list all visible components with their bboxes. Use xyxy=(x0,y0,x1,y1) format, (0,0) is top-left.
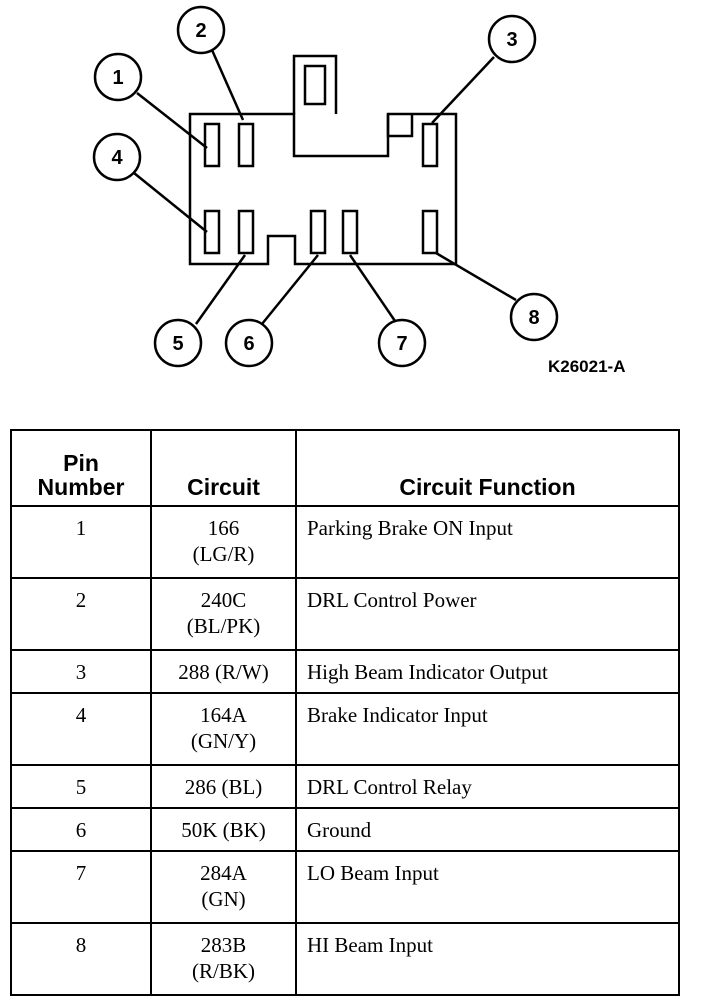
callout-number-2: 2 xyxy=(195,20,206,42)
leader-line-6 xyxy=(261,254,319,325)
header-pin-number: Pin Number xyxy=(10,429,152,507)
cell-pin: 5 xyxy=(10,764,152,809)
callout-number-7: 7 xyxy=(396,333,407,355)
circuit-number: 288 (R/W) xyxy=(178,660,269,684)
cell-circuit: 284A (GN) xyxy=(150,850,297,924)
cell-function: HI Beam Input xyxy=(295,922,680,996)
cell-function: High Beam Indicator Output xyxy=(295,649,680,694)
leader-line-8 xyxy=(435,251,517,302)
callout-number-3: 3 xyxy=(506,29,517,51)
key-slot xyxy=(303,64,327,106)
circuit-wire-color: (BL/PK) xyxy=(186,614,261,638)
callout-circle-1 xyxy=(93,52,143,102)
callout-circle-2 xyxy=(176,5,226,55)
cell-pin: 3 xyxy=(10,649,152,694)
cell-circuit: 286 (BL) xyxy=(150,764,297,809)
callout-number-4: 4 xyxy=(111,147,123,169)
callout-circle-6 xyxy=(224,318,274,368)
terminal-pin-2 xyxy=(237,122,255,168)
cell-pin: 1 xyxy=(10,505,152,579)
cell-function: Brake Indicator Input xyxy=(295,692,680,766)
callout-number-1: 1 xyxy=(112,67,123,89)
callout-circle-8 xyxy=(509,292,559,342)
table-header-row: Pin Number Circuit Circuit Function xyxy=(10,429,680,507)
cell-function: Parking Brake ON Input xyxy=(295,505,680,579)
leader-line-5 xyxy=(194,254,247,325)
cell-circuit: 288 (R/W) xyxy=(150,649,297,694)
leader-line-3 xyxy=(431,56,495,124)
connector-body xyxy=(188,112,458,266)
header-circuit-function: Circuit Function xyxy=(295,429,680,507)
header-pin-line2: Number xyxy=(37,474,125,500)
cell-circuit: 283B (R/BK) xyxy=(150,922,297,996)
cell-circuit: 164A (GN/Y) xyxy=(150,692,297,766)
cell-function: DRL Control Relay xyxy=(295,764,680,809)
connector-diagram: 1 2 3 4 5 6 7 8 K26021-A xyxy=(92,5,626,376)
terminal-pin-4 xyxy=(203,209,221,255)
table-row: 6 50K (BK) Ground xyxy=(10,807,680,852)
circuit-number: 164A xyxy=(200,703,247,727)
cell-pin: 8 xyxy=(10,922,152,996)
cell-circuit: 240C (BL/PK) xyxy=(150,577,297,651)
circuit-wire-color: (GN) xyxy=(201,887,246,911)
callout-circle-3 xyxy=(487,14,537,64)
cell-pin: 7 xyxy=(10,850,152,924)
cell-pin: 4 xyxy=(10,692,152,766)
header-circuit: Circuit xyxy=(150,429,297,507)
circuit-number: 283B xyxy=(200,933,247,957)
pin-function-table: Pin Number Circuit Circuit Function 1 16… xyxy=(10,429,680,996)
terminal-pin-6 xyxy=(309,209,327,255)
terminal-pin-1 xyxy=(203,122,221,168)
cell-function: DRL Control Power xyxy=(295,577,680,651)
connector-key-tab xyxy=(292,54,338,114)
circuit-wire-color: (R/BK) xyxy=(192,959,255,983)
cell-pin: 6 xyxy=(10,807,152,852)
circuit-number: 50K (BK) xyxy=(181,818,266,842)
cell-pin: 2 xyxy=(10,577,152,651)
connector-notch xyxy=(386,114,414,138)
table-row: 8 283B (R/BK) HI Beam Input xyxy=(10,922,680,996)
table-row: 5 286 (BL) DRL Control Relay xyxy=(10,764,680,809)
leader-line-4 xyxy=(133,172,208,233)
leader-line-7 xyxy=(348,254,397,322)
terminal-pin-7 xyxy=(341,209,359,255)
callout-number-5: 5 xyxy=(172,333,183,355)
table-row: 3 288 (R/W) High Beam Indicator Output xyxy=(10,649,680,694)
figure-id: K26021-A xyxy=(548,357,626,376)
callout-number-8: 8 xyxy=(528,307,539,329)
header-pin-line1: Pin xyxy=(63,450,99,476)
table-row: 2 240C (BL/PK) DRL Control Power xyxy=(10,577,680,651)
circuit-wire-color: (LG/R) xyxy=(192,542,255,566)
callout-circle-5 xyxy=(153,318,203,368)
terminal-pin-8 xyxy=(421,209,439,255)
table-row: 1 166 (LG/R) Parking Brake ON Input xyxy=(10,505,680,579)
circuit-number: 166 xyxy=(207,516,240,540)
leader-line-2 xyxy=(210,49,245,121)
cell-function: LO Beam Input xyxy=(295,850,680,924)
cell-circuit: 50K (BK) xyxy=(150,807,297,852)
callout-circle-4 xyxy=(92,132,142,182)
callout-number-6: 6 xyxy=(243,333,254,355)
callout-circle-7 xyxy=(377,318,427,368)
table-row: 4 164A (GN/Y) Brake Indicator Input xyxy=(10,692,680,766)
circuit-number: 240C xyxy=(200,588,247,612)
leader-line-1 xyxy=(136,92,208,149)
circuit-number: 286 (BL) xyxy=(184,775,263,799)
circuit-number: 284A xyxy=(200,861,247,885)
table-row: 7 284A (GN) LO Beam Input xyxy=(10,850,680,924)
terminal-pin-5 xyxy=(237,209,255,255)
circuit-wire-color: (GN/Y) xyxy=(190,729,257,753)
terminal-pin-3 xyxy=(421,122,439,168)
cell-circuit: 166 (LG/R) xyxy=(150,505,297,579)
cell-function: Ground xyxy=(295,807,680,852)
